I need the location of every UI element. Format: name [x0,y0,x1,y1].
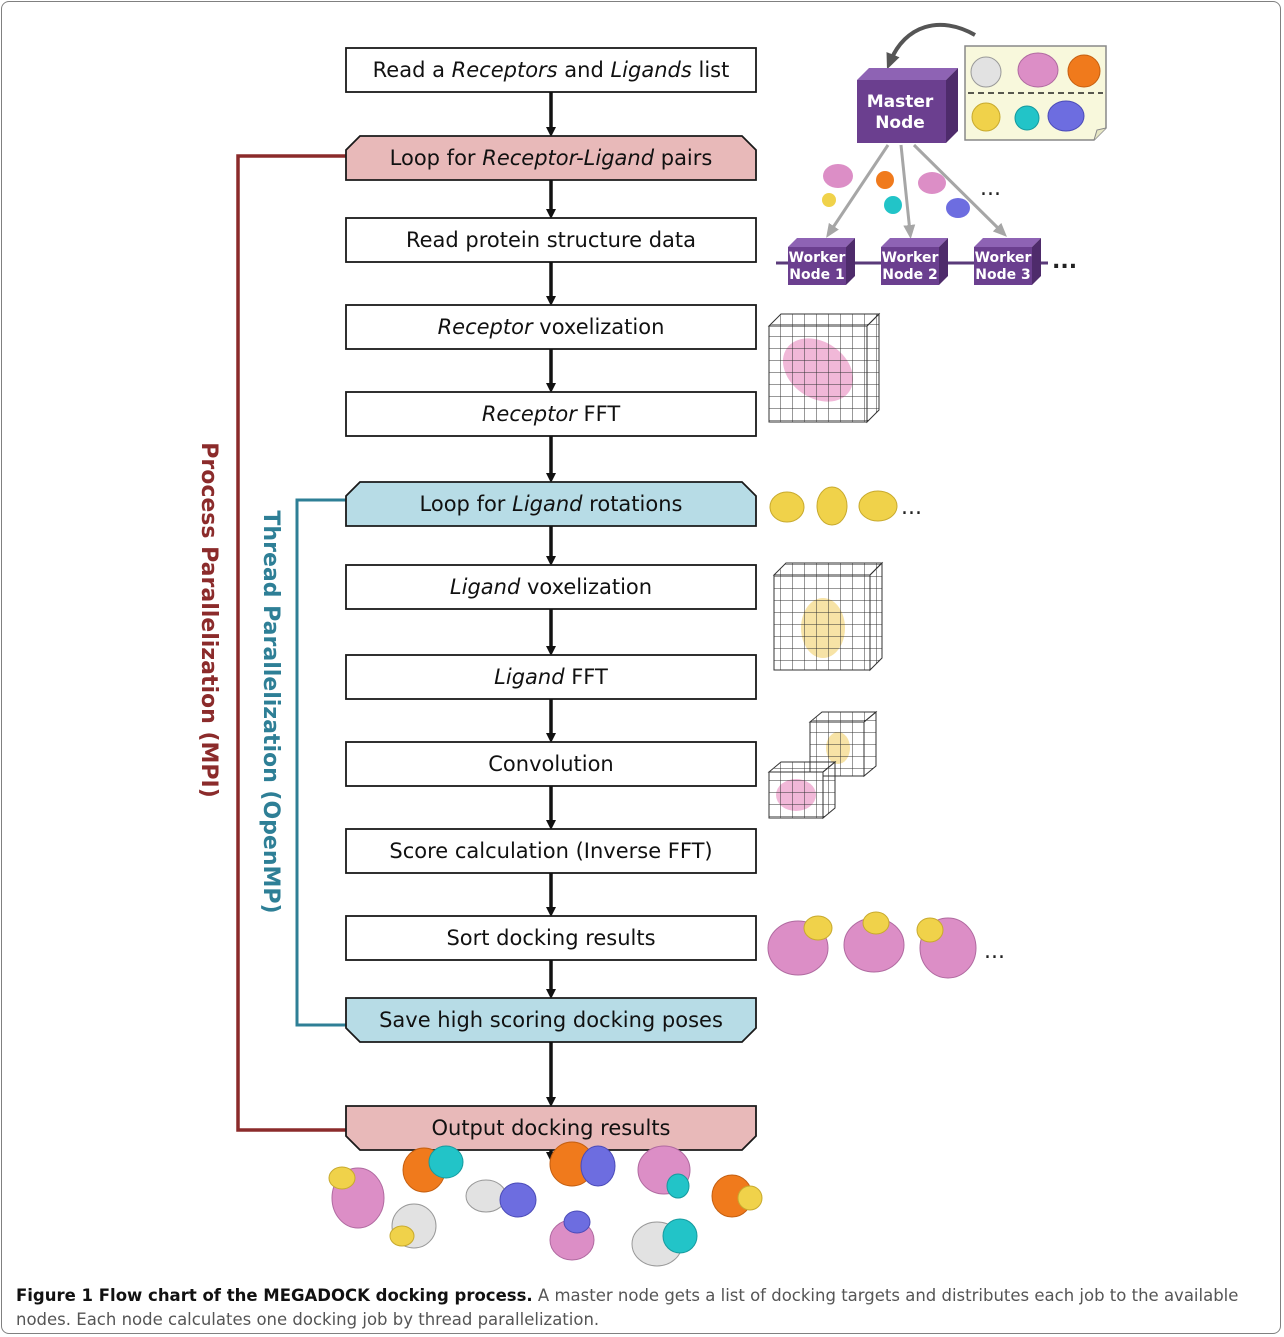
process-loop-label: Process Parallelization (MPI) [196,442,221,798]
ligand-rotation-loop-start-shape [345,481,757,527]
read-lists-step-label: Read a Receptors and Ligands list [373,58,730,82]
more-nodes-ellipsis: ... [1052,249,1077,274]
sort-results-step-shape [345,915,757,961]
worker-node-side [939,238,948,285]
worker-node-front [788,247,846,285]
sorted-complexes: ... [767,911,1005,979]
worker-node-top [881,238,948,247]
worker-node-front [881,247,939,285]
worker-node-front [974,247,1032,285]
master-node-label-1: Master [867,92,934,112]
dispatch-arrow-1 [826,144,890,238]
master-node-label-2: Node [875,113,925,133]
ligand-fft-step-label: Ligand FFT [494,665,608,689]
worker-node-side [1032,238,1041,285]
receptor-fft-step-shape [345,391,757,437]
receptor-voxelization-step-shape [345,304,757,350]
ligand-voxel-grid [772,561,884,672]
results-ellipsis: ... [984,939,1005,964]
caption-title: Figure 1 Flow chart of the MEGADOCK dock… [16,1286,533,1305]
worker-node-label: Node 1 [789,267,844,283]
receptor-voxelization-step-label: Receptor voxelization [438,315,665,339]
output-results-step-shape [345,1105,757,1151]
flowchart-diagram: Process Parallelization (MPI) Thread Par… [196,22,1107,1267]
fetch-list-arrow [886,22,976,70]
worker-node-label: Node 2 [882,267,937,283]
read-structure-step-shape [345,217,757,263]
dispatch-arrow-2 [899,144,916,239]
ligand-rotation-loop-start-label: Loop for Ligand rotations [420,492,683,516]
ligand-rotation-loop-end-label: Save high scoring docking poses [379,1008,723,1032]
worker-node-side [846,238,855,285]
thread-loop-bracket [295,498,346,1027]
worker-node-label: Worker [882,250,939,266]
thread-loop-label: Thread Parallelization (OpenMP) [258,510,283,913]
worker-node-top [974,238,1041,247]
output-complexes [328,1141,763,1267]
ligand-rotation-loop-end-shape [345,997,757,1043]
worker-node-label: Worker [789,250,846,266]
receptor-fft-step-label: Receptor FFT [482,402,620,426]
receptor-voxel-grid [767,312,881,424]
ligand-fft-step-shape [345,654,757,700]
target-list-document [964,45,1107,141]
sort-results-step-label: Sort docking results [446,926,655,950]
figure-caption: Figure 1 Flow chart of the MEGADOCK dock… [16,1284,1266,1332]
receptor-ligand-loop-start-shape [345,135,757,181]
worker-node-label: Node 3 [975,267,1030,283]
convolution-step-label: Convolution [488,752,613,776]
more-jobs-ellipsis: ... [980,176,1001,201]
receptor-ligand-loop-start-label: Loop for Receptor-Ligand pairs [390,146,713,170]
ligand-voxelization-step-shape [345,564,757,610]
dispatch-arrow-3 [912,143,1007,237]
process-loop-bracket [236,154,346,1132]
ligand-rotations: ... [769,486,922,526]
job-proteins [822,164,970,218]
worker-node-top [788,238,855,247]
ligand-voxelization-step-label: Ligand voxelization [450,575,652,599]
worker-node-label: Worker [975,250,1032,266]
rotations-ellipsis: ... [901,495,922,520]
score-calculation-step-shape [345,828,757,874]
caption-text: A master node gets a list of docking tar… [16,1286,1239,1329]
master-node: Master Node [857,68,958,143]
read-structure-step-label: Read protein structure data [406,228,696,252]
output-results-step-label: Output docking results [431,1116,670,1140]
convolution-voxel-grids [767,710,878,820]
score-calculation-step-label: Score calculation (Inverse FFT) [389,839,712,863]
